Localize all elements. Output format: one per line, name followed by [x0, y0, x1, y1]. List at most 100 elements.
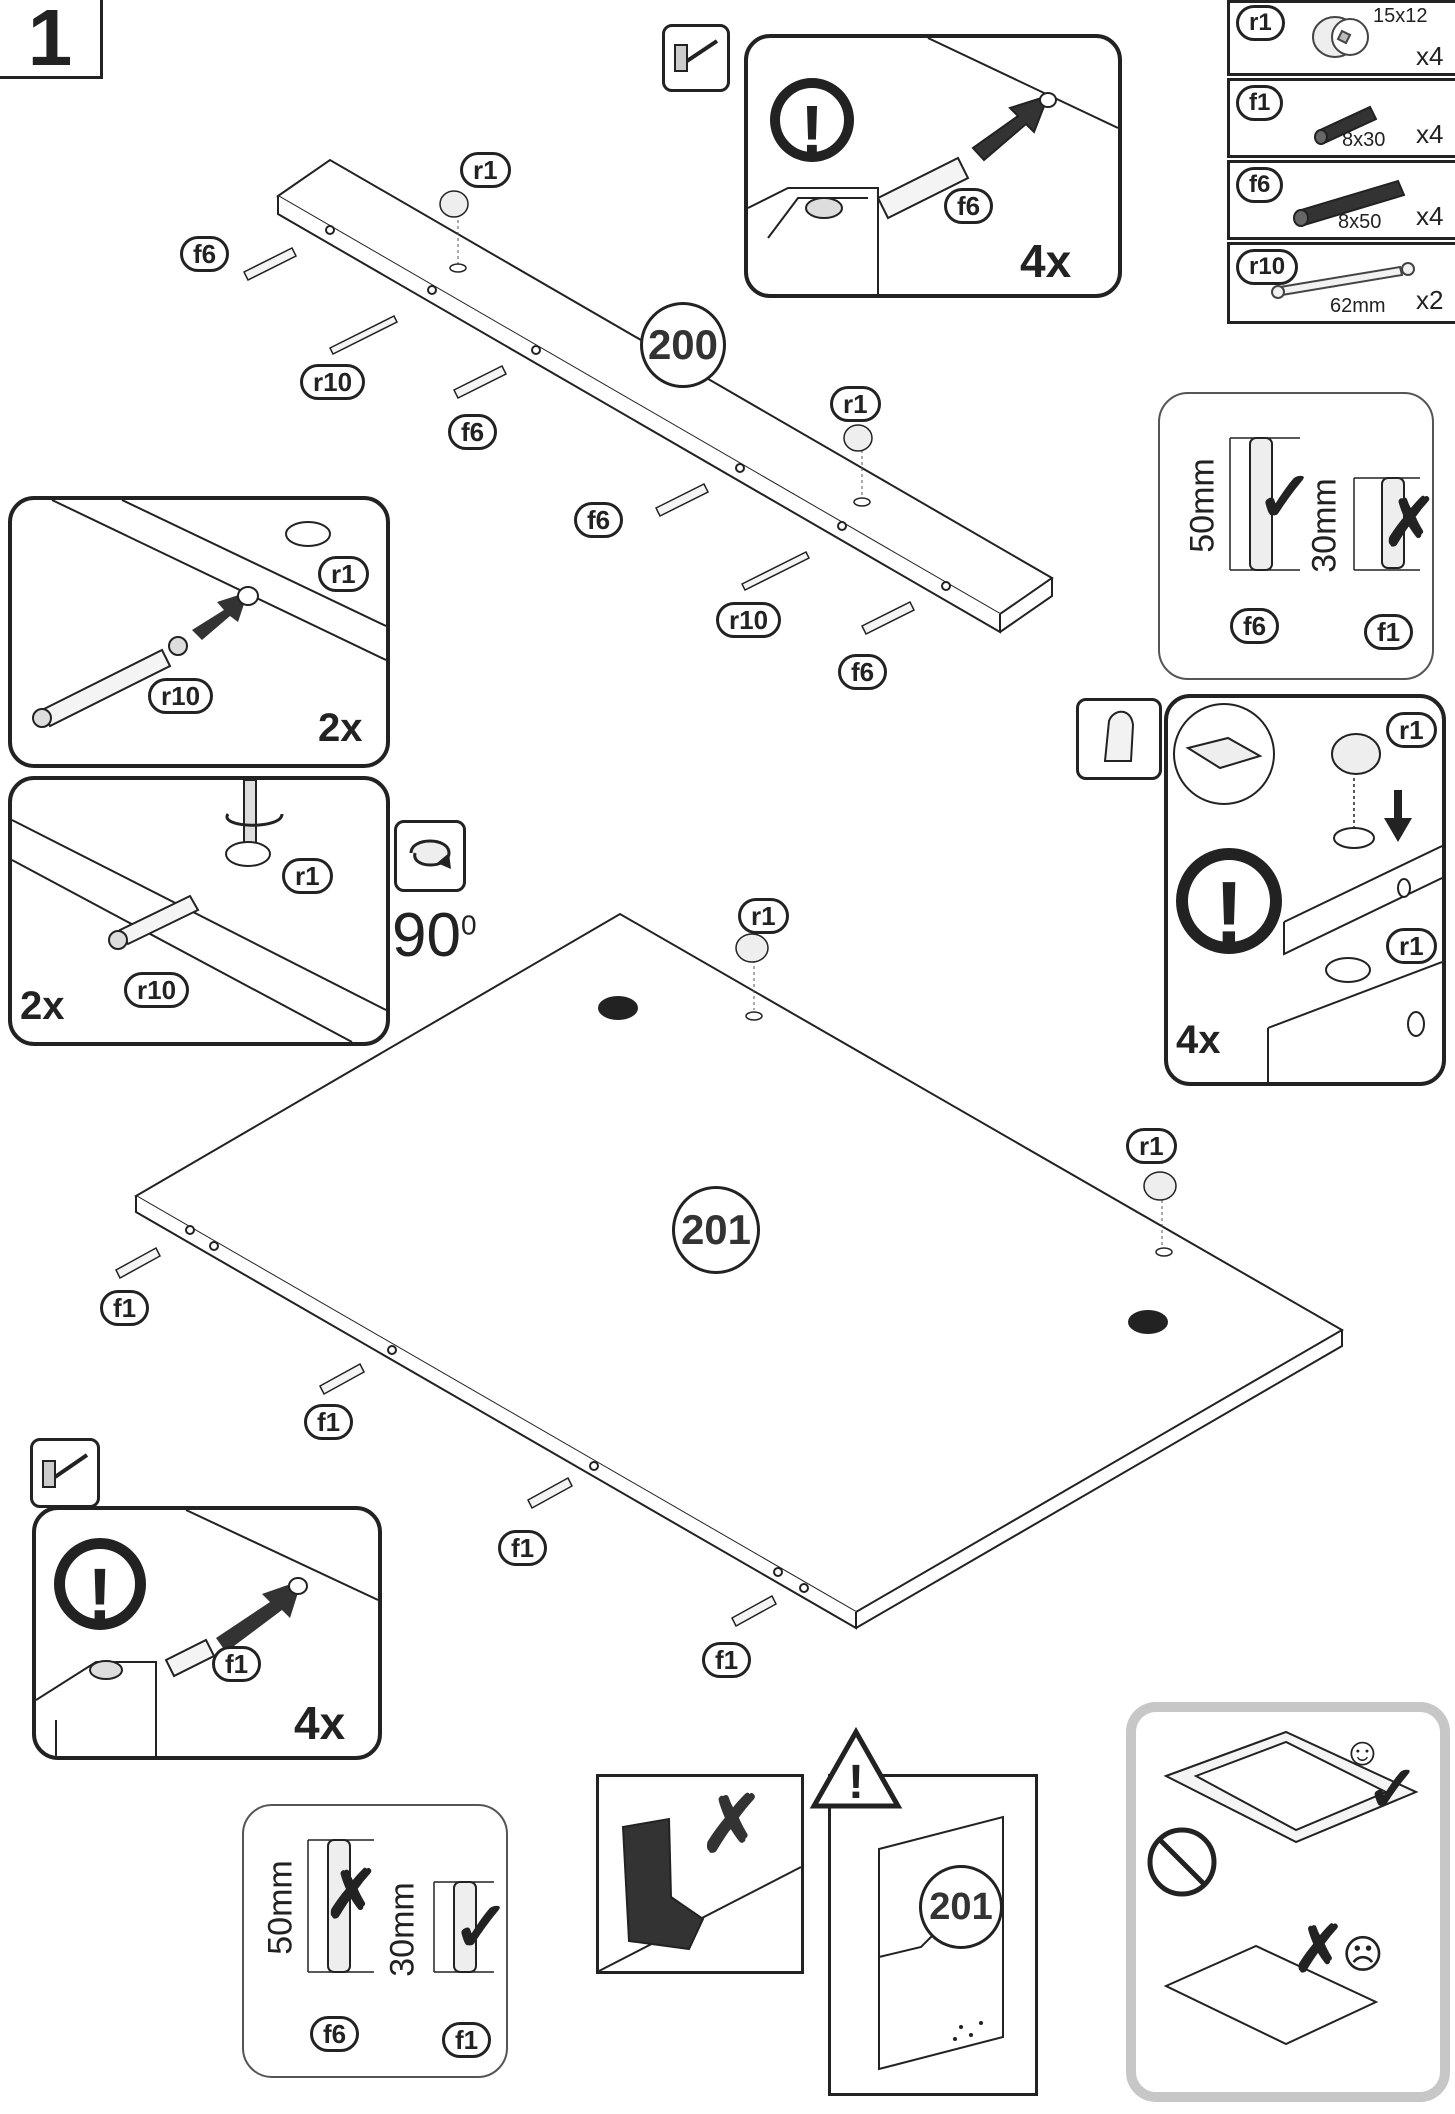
- part-number-201: 201: [672, 1186, 760, 1274]
- hammer-tool-box: [662, 24, 730, 92]
- check-mark-icon: ✓: [1366, 1753, 1420, 1825]
- label-r1: r1: [1386, 712, 1437, 748]
- label-r1: r1: [282, 858, 333, 894]
- r1-place-count: 4x: [1176, 1018, 1221, 1062]
- check-mark-icon: ✓: [452, 1888, 511, 1966]
- label-r10: r10: [148, 678, 214, 714]
- glove-icon: [1103, 710, 1135, 762]
- label-r1: r1: [1386, 928, 1437, 964]
- hammer-tool-box: [30, 1438, 100, 1508]
- glove-tool-box: [1076, 698, 1162, 780]
- r1-place-drawing: [1173, 703, 1442, 1082]
- board-200-diagram: [242, 158, 1054, 636]
- label-f6: f6: [574, 502, 624, 538]
- warning-triangle-shape: !: [809, 1726, 903, 1809]
- legend-qty: x4: [1416, 41, 1444, 71]
- detail-f6-insert: ! f6 4x: [744, 34, 1122, 298]
- length-50mm: 50mm: [261, 1860, 300, 1955]
- label-f1: f1: [1364, 614, 1414, 650]
- no-stepping-warning: ✗: [596, 1774, 804, 1974]
- label-r10: r10: [124, 972, 190, 1008]
- dowel-icon: [1314, 105, 1378, 145]
- svg-text:!: !: [848, 1756, 864, 1809]
- label-f6: f6: [448, 414, 498, 450]
- label-r1: r1: [460, 152, 511, 188]
- dowel-length-drawing: [1229, 437, 1420, 571]
- dowel-length-drawing: [307, 1839, 494, 1973]
- exclamation-icon: !: [54, 1538, 146, 1636]
- f1-insert-count: 4x: [294, 1697, 346, 1749]
- length-30mm: 30mm: [383, 1882, 422, 1977]
- legend-code: f6: [1236, 167, 1284, 203]
- step-number-box: 1: [0, 0, 103, 79]
- legend-code: r1: [1236, 5, 1285, 41]
- label-f1: f1: [212, 1646, 262, 1682]
- label-f6: f6: [180, 236, 230, 272]
- r1-turn-count: 2x: [20, 984, 65, 1028]
- f1-insert-drawing: [36, 1510, 378, 1756]
- rotation-value: 900: [392, 900, 477, 971]
- f6-insert-count: 4x: [1020, 235, 1072, 287]
- label-f1: f1: [442, 2022, 492, 2058]
- part-number-200: 200: [640, 302, 726, 388]
- no-hand-icon: [1166, 1834, 1167, 1835]
- label-r1: r1: [830, 386, 881, 422]
- label-f1: f1: [304, 1404, 354, 1440]
- legend-code: r10: [1236, 249, 1299, 285]
- rotation-degrees: 90: [392, 901, 461, 970]
- rotate-tool-box[interactable]: [394, 820, 466, 892]
- cross-mark-icon: ✗: [1382, 485, 1438, 559]
- hammer-icon: [674, 39, 719, 72]
- label-f6: f6: [838, 654, 888, 690]
- legend-row-f6: f6 8x50 x4: [1227, 160, 1455, 240]
- f6-insert-drawing: [748, 38, 1118, 294]
- smiley-happy-icon: ☺: [1342, 1730, 1383, 1774]
- legend-size: 8x50: [1338, 211, 1382, 233]
- smiley-sad-icon: ☹: [1342, 1933, 1384, 1977]
- length-check-bottom: 50mm 30mm ✗ ✓ f6 f1: [242, 1804, 511, 2078]
- label-f6: f6: [1230, 608, 1280, 644]
- cross-mark-icon: ✗: [324, 1857, 380, 1931]
- callout-label-f6: f6: [944, 188, 994, 224]
- connector-bolt-icon: [1271, 262, 1415, 299]
- part-number-201: 201: [919, 1865, 1003, 1949]
- cam-lock-icon: [1312, 16, 1369, 58]
- detail-r1-turn: r1 r10 2x: [8, 776, 390, 1046]
- work-surface-advice: ☺ ✓ ✗ ☹: [1126, 1702, 1450, 2102]
- legend-size: 8x30: [1342, 129, 1386, 151]
- detail-f1-insert: ! f1 4x: [32, 1506, 382, 1760]
- exclamation-icon: !: [770, 78, 854, 169]
- warning-triangle-icon: !: [809, 1726, 903, 1810]
- damage-warning: 201: [828, 1774, 1038, 2096]
- hammer-icon: [42, 1453, 89, 1488]
- rotation-unit: 0: [460, 909, 477, 941]
- r1-turn-drawing: [12, 780, 386, 1042]
- legend-qty: x2: [1416, 285, 1444, 315]
- label-f1: f1: [100, 1290, 150, 1326]
- legend-row-r1: r1 15x12 x4: [1227, 0, 1455, 76]
- legend-row-r10: r10 62mm x2: [1227, 242, 1455, 324]
- legend-size: 62mm: [1330, 295, 1386, 317]
- check-mark-icon: ✓: [1256, 458, 1315, 536]
- dowel-icon: [1293, 179, 1406, 227]
- label-f1: f1: [498, 1530, 548, 1566]
- detail-r1-place: ! r1 r1 4x: [1164, 694, 1446, 1086]
- legend-qty: x4: [1416, 119, 1444, 149]
- boot-icon: [598, 1817, 802, 1972]
- length-check-top: 50mm 30mm ✓ ✗ f6 f1: [1158, 392, 1438, 680]
- label-f6: f6: [310, 2016, 360, 2052]
- cross-mark-icon: ✗: [699, 1780, 765, 1868]
- legend-qty: x4: [1416, 201, 1444, 231]
- r10-insert-drawing: [32, 500, 386, 728]
- label-r1: r1: [1126, 1128, 1177, 1164]
- label-r1: r1: [318, 556, 369, 592]
- label-r10: r10: [300, 364, 366, 400]
- surface-drawing: [1147, 1730, 1419, 2046]
- label-r1: r1: [738, 898, 789, 934]
- label-r10: r10: [716, 602, 782, 638]
- step-number: 1: [27, 0, 73, 82]
- legend-size: 15x12: [1373, 5, 1428, 27]
- legend-row-f1: f1 8x30 x4: [1227, 78, 1455, 158]
- cross-mark-icon: ✗: [1292, 1913, 1346, 1985]
- r10-insert-count: 2x: [318, 706, 363, 750]
